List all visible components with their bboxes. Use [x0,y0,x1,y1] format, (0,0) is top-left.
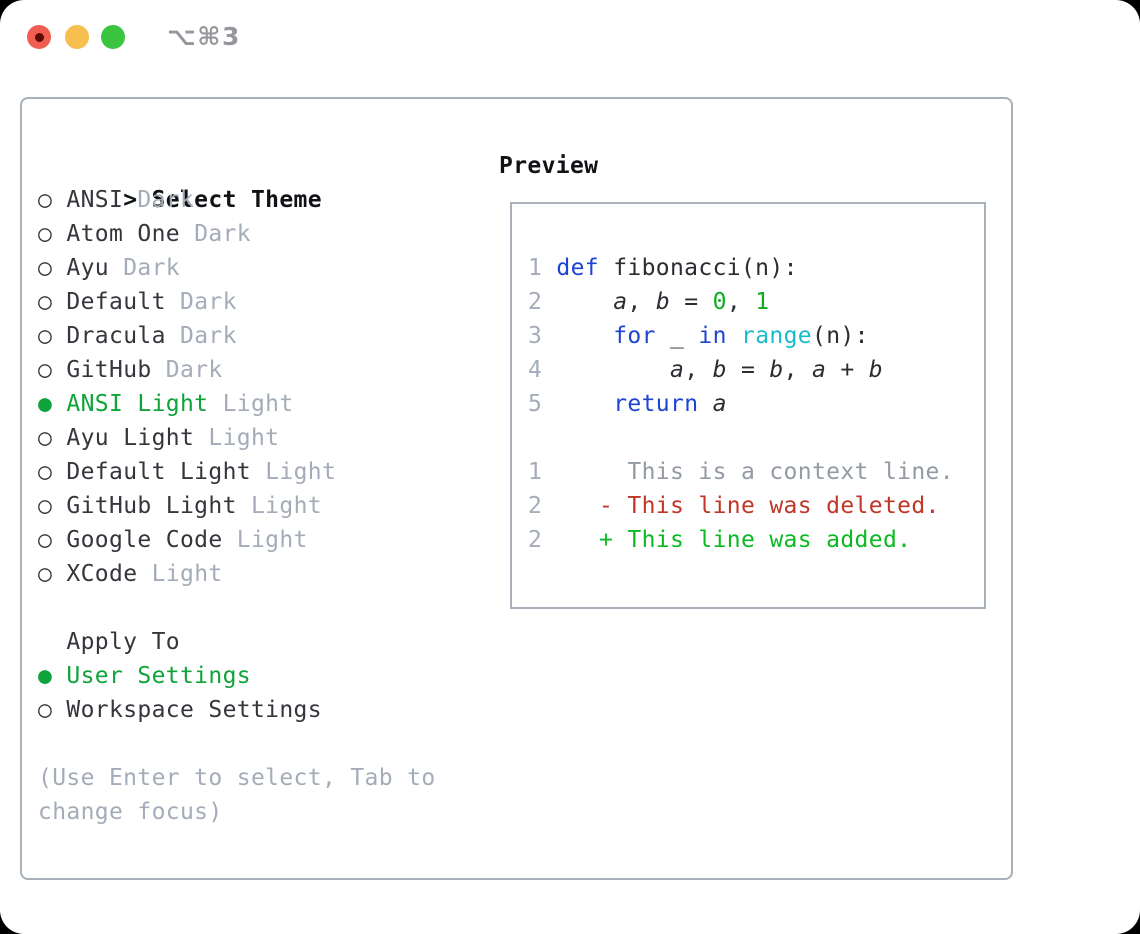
theme-variant-label: Dark [123,255,180,281]
radio-unselected-icon: ○ [38,425,67,451]
theme-option-atom-one[interactable]: ○ Atom One Dark [38,217,336,251]
theme-variant-label: Dark [137,187,195,213]
radio-unselected-icon: ○ [38,323,67,349]
code-line-5: 5 return a [528,391,727,417]
footer-hint: (Use Enter to select, Tab to change focus… [38,761,436,829]
line-number: 5 [528,391,543,417]
theme-option-label: Google Code [66,527,223,553]
theme-variant-label: Light [151,561,223,587]
radio-selected-icon: ● [38,391,67,417]
apply-option-label: Workspace Settings [66,697,322,723]
theme-variant-label: Dark [180,289,237,315]
code-line-2: 2 a, b = 0, 1 [528,289,770,315]
close-button-icon[interactable] [27,25,51,49]
theme-option-dracula[interactable]: ○ Dracula Dark [38,319,336,353]
code-line-4: 4 a, b = b, a + b [528,357,883,383]
line-number: 2 [528,527,543,553]
theme-option-label: GitHub [66,357,152,383]
theme-variant-label: Dark [165,357,223,383]
theme-option-default[interactable]: ○ Default Dark [38,285,336,319]
theme-option-default-light[interactable]: ○ Default Light Light [38,455,336,489]
minimize-button-icon[interactable] [65,25,89,49]
preview-code: 1 def fibonacci(n): 2 a, b = 0, 1 3 for _ … [528,251,954,557]
radio-selected-icon: ● [38,663,67,689]
code-line-3: 3 for _ in range(n): [528,323,869,349]
zoom-button-icon[interactable] [101,25,125,49]
radio-unselected-icon: ○ [38,289,67,315]
radio-unselected-icon: ○ [38,527,67,553]
theme-variant-label: Light [236,527,308,553]
footer-hint-line: (Use Enter to select, Tab to [38,765,436,791]
theme-option-xcode[interactable]: ○ XCode Light [38,557,336,591]
radio-unselected-icon: ○ [38,493,67,519]
theme-list: >Select Theme ○ ANSI Dark○ Atom One Dark… [38,149,336,591]
prompt-caret-icon: > [123,187,138,213]
apply-option-user-settings[interactable]: ● User Settings [38,659,322,693]
theme-option-github[interactable]: ○ GitHub Dark [38,353,336,387]
theme-variant-label: Light [222,391,294,417]
theme-variant-label: Light [250,493,322,519]
theme-option-label: Default Light [66,459,251,485]
apply-option-label: User Settings [66,663,251,689]
window-title: ⌥⌘3 [167,22,241,51]
blank-line [528,421,954,455]
theme-option-label: Ayu Light [66,425,195,451]
line-number: 2 [528,289,543,315]
theme-option-label: Atom One [66,221,180,247]
theme-variant-label: Dark [194,221,251,247]
diff-deleted-line: 2 - This line was deleted. [528,493,940,519]
preview-header: Preview [499,153,599,179]
apply-option-workspace-settings[interactable]: ○ Workspace Settings [38,693,322,727]
radio-unselected-icon: ○ [38,459,67,485]
line-number: 2 [528,493,543,519]
radio-unselected-icon: ○ [38,221,67,247]
theme-section-title: Select Theme [151,187,322,213]
theme-option-google-code[interactable]: ○ Google Code Light [38,523,336,557]
theme-option-label: ANSI Light [66,391,209,417]
theme-option-label: GitHub Light [66,493,237,519]
apply-to-section: Apply To ● User Settings○ Workspace Sett… [38,625,322,727]
code-line-1: 1 def fibonacci(n): [528,255,798,281]
line-number: 3 [528,323,543,349]
footer-hint-line: change focus) [38,799,223,825]
theme-option-label: Default [66,289,166,315]
theme-section-header: > Select Theme [38,149,336,213]
theme-variant-label: Light [265,459,337,485]
theme-option-github-light[interactable]: ○ GitHub Light Light [38,489,336,523]
theme-option-ansi[interactable]: ○ ANSI Dark [38,183,336,217]
theme-option-label: XCode [66,561,138,587]
diff-context-line: 1 This is a context line. [528,459,954,485]
radio-unselected-icon: ○ [38,357,67,383]
line-number: 4 [528,357,543,383]
line-number: 1 [528,255,543,281]
radio-unselected-icon: ○ [38,697,67,723]
radio-unselected-icon: ○ [38,255,67,281]
theme-option-label: ANSI [66,187,124,213]
preview-pane: 1 def fibonacci(n): 2 a, b = 0, 1 3 for _ … [510,202,986,609]
theme-option-label: Dracula [66,323,166,349]
theme-variant-label: Light [208,425,280,451]
diff-added-line: 2 + This line was added. [528,527,912,553]
apply-to-header: Apply To [66,629,180,655]
radio-unselected-icon: ○ [38,561,67,587]
theme-option-ayu[interactable]: ○ Ayu Dark [38,251,336,285]
theme-option-ayu-light[interactable]: ○ Ayu Light Light [38,421,336,455]
radio-unselected-icon: ○ [38,187,67,213]
theme-option-label: Ayu [66,255,109,281]
theme-option-ansi-light[interactable]: ● ANSI Light Light [38,387,336,421]
line-number: 1 [528,459,543,485]
theme-variant-label: Dark [180,323,237,349]
